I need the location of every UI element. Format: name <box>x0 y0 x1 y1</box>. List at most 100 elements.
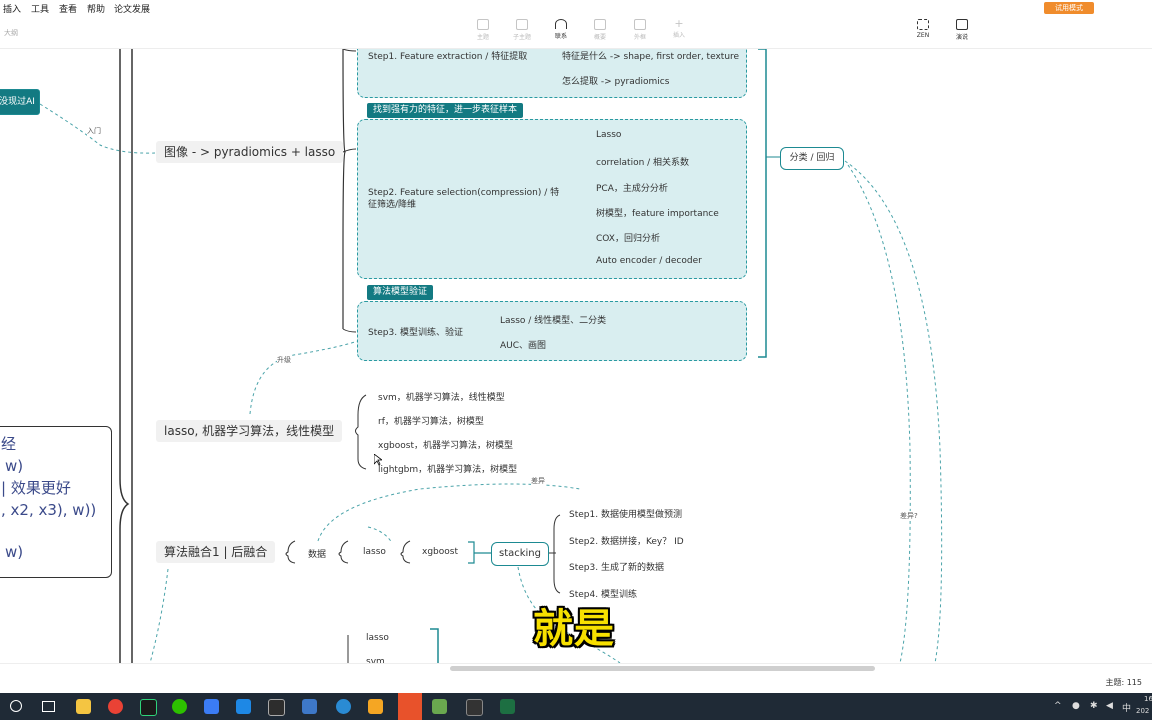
menu-insert[interactable]: 插入 <box>3 5 22 15</box>
branch2-item[interactable]: rf，机器学习算法，树模型 <box>378 417 484 427</box>
step2-item[interactable]: Lasso <box>596 130 622 140</box>
stacking-step[interactable]: Step4. 模型训练 <box>569 590 637 600</box>
left-summary-box[interactable]: 经 w) | 效果更好 , x2, x3), w)) w) <box>0 426 112 578</box>
stacking-step[interactable]: Step2. 数据拼接，Key？ ID <box>569 537 684 547</box>
step2-item[interactable]: 树模型，feature importance <box>596 209 719 219</box>
clock-time[interactable]: 16 <box>1144 695 1152 703</box>
step3-title[interactable]: Step3. 模型训练、验证 <box>368 328 463 338</box>
branch-fusion[interactable]: 算法融合1 | 后融合 <box>156 541 276 563</box>
trial-mode-button[interactable]: 试用模式 <box>1044 2 1094 14</box>
left-box-line: 经 <box>1 435 17 453</box>
connector-lines <box>39 49 943 663</box>
branch4-item[interactable]: svm <box>366 657 385 663</box>
pycharm-icon[interactable] <box>140 699 157 716</box>
terminal-icon[interactable] <box>466 699 483 716</box>
app3-icon[interactable] <box>432 699 447 714</box>
app-icon[interactable] <box>236 699 251 714</box>
chain-xgboost[interactable]: xgboost <box>422 547 458 557</box>
step3-tag[interactable]: 算法模型验证 <box>367 285 434 300</box>
step2-tag[interactable]: 找到强有力的特征，进一步表征样本 <box>367 103 524 118</box>
horizontal-scrollbar[interactable] <box>450 666 875 671</box>
step3-group[interactable] <box>357 301 747 361</box>
chain-data[interactable]: 数据 <box>308 550 327 560</box>
volume-icon[interactable]: ◀ <box>1106 701 1113 711</box>
status-bar: 主题: 115 <box>0 663 1152 694</box>
step2-title[interactable]: Step2. Feature selection(compression) / … <box>368 188 560 210</box>
step3-item[interactable]: AUC、画图 <box>500 341 547 351</box>
stacking-step[interactable]: Step1. 数据使用模型做预测 <box>569 510 682 520</box>
branch-lasso-ml[interactable]: lasso, 机器学习算法，线性模型 <box>156 420 343 442</box>
subtopic-icon <box>516 19 528 30</box>
mindmap-canvas[interactable]: 没现过AI 经 w) | 效果更好 , x2, x3), w)) w) 入门 图… <box>0 49 1152 663</box>
menu-bar: 插入 工具 查看 帮助 论文发展 试用模式 <box>0 0 1152 17</box>
xmind-icon[interactable] <box>398 693 422 720</box>
step2-group[interactable] <box>357 119 747 279</box>
step2-item[interactable]: correlation / 相关系数 <box>596 158 690 168</box>
chain-lasso[interactable]: lasso <box>363 547 386 557</box>
step2-item[interactable]: COX，回归分析 <box>596 234 660 244</box>
branch2-item[interactable]: xgboost，机器学习算法，树模型 <box>378 441 513 451</box>
stacking-step[interactable]: Step3. 生成了新的数据 <box>569 563 664 573</box>
relationship-label: 联系 <box>554 33 567 40</box>
relationship-button[interactable]: 联系 <box>547 19 575 40</box>
wechat-icon[interactable] <box>172 699 187 714</box>
insert-label: 插入 <box>672 32 685 39</box>
summary-label: 概要 <box>593 34 606 41</box>
chrome-icon[interactable] <box>108 699 123 714</box>
branch-image-pyradiomics[interactable]: 图像 - > pyradiomics + lasso <box>156 141 344 163</box>
relationship-icon <box>555 19 567 29</box>
topic-icon <box>477 19 489 30</box>
branch2-item[interactable]: svm，机器学习算法，线性模型 <box>378 393 505 403</box>
step1-item[interactable]: 特征是什么 -> shape, first order, texture <box>562 52 740 62</box>
step1-title[interactable]: Step1. Feature extraction / 特征提取 <box>368 52 528 62</box>
tray-chevron-icon[interactable]: ^ <box>1054 701 1062 711</box>
present-label: 演说 <box>955 34 968 41</box>
mic-icon[interactable]: ● <box>1072 701 1080 711</box>
left-partial-node[interactable]: 没现过AI <box>0 89 40 115</box>
ime-indicator[interactable]: 中 <box>1122 704 1132 714</box>
search-icon[interactable] <box>10 700 22 712</box>
bluetooth-icon[interactable]: ✱ <box>1090 701 1098 711</box>
left-box-line: w) <box>5 543 24 561</box>
mouse-cursor-icon <box>374 454 382 466</box>
diff-question-label: 差异? <box>900 511 918 521</box>
step1-group[interactable] <box>357 49 747 98</box>
camera-icon[interactable] <box>268 699 285 716</box>
stacking-node[interactable]: stacking <box>491 542 549 566</box>
boundary-icon <box>634 19 646 30</box>
present-button[interactable]: 演说 <box>948 19 976 41</box>
menu-help[interactable]: 帮助 <box>87 5 106 15</box>
step3-item[interactable]: Lasso / 线性模型、二分类 <box>500 316 607 326</box>
task-view-icon[interactable] <box>42 701 55 712</box>
outline-label[interactable]: 大纲 <box>4 29 18 37</box>
summary-button[interactable]: 概要 <box>586 19 614 41</box>
step2-item[interactable]: Auto encoder / decoder <box>596 256 702 266</box>
feishu-icon[interactable] <box>204 699 219 714</box>
left-box-line: w) <box>5 457 24 475</box>
topic-button[interactable]: 主题 <box>469 19 497 41</box>
step2-item[interactable]: PCA，主成分分析 <box>596 184 668 194</box>
branch2-item[interactable]: lightgbm，机器学习算法，树模型 <box>378 465 518 475</box>
edge-icon[interactable] <box>336 699 351 714</box>
subtopic-button[interactable]: 子主题 <box>508 19 536 41</box>
branch4-item[interactable]: lasso <box>366 633 389 643</box>
photos-icon[interactable] <box>302 699 317 714</box>
zen-icon <box>917 19 929 30</box>
left-box-line: , x2, x3), w)) <box>1 501 97 519</box>
step1-item[interactable]: 怎么提取 -> pyradiomics <box>562 77 670 87</box>
boundary-button[interactable]: 外框 <box>626 19 654 41</box>
insert-button[interactable]: +插入 <box>665 18 693 39</box>
file-explorer-icon[interactable] <box>76 699 91 714</box>
zen-label: ZEN <box>916 32 930 39</box>
classify-regression-node[interactable]: 分类 / 回归 <box>780 147 844 170</box>
clock-date[interactable]: 202 <box>1136 707 1150 715</box>
zen-button[interactable]: ZEN <box>909 19 937 39</box>
menu-view[interactable]: 查看 <box>59 5 78 15</box>
app2-icon[interactable] <box>368 699 383 714</box>
video-subtitle: 就是 <box>533 606 615 652</box>
diff-label: 差异 <box>531 476 545 486</box>
menu-tools[interactable]: 工具 <box>31 5 50 15</box>
excel-icon[interactable] <box>500 699 515 714</box>
link-label-intro: 入门 <box>87 126 101 136</box>
menu-thesis[interactable]: 论文发展 <box>114 5 151 15</box>
